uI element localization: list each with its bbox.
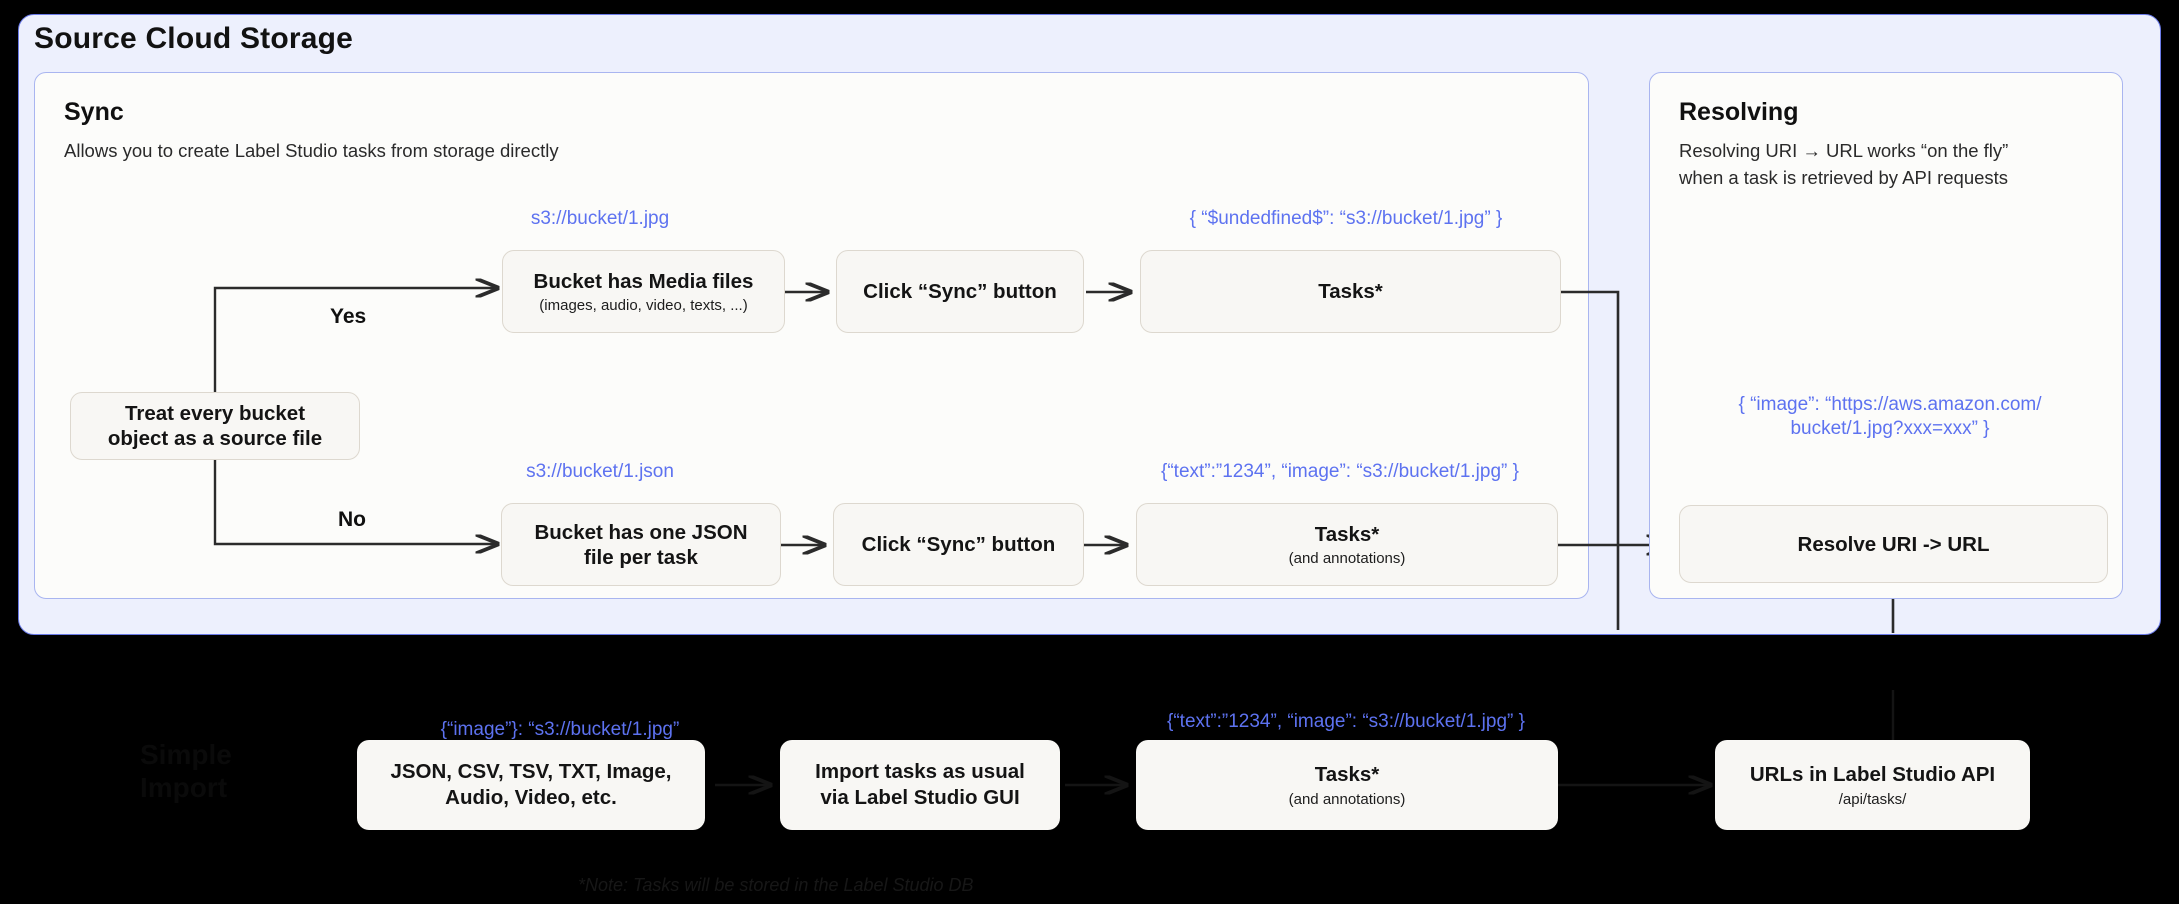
node-title: Import tasks as usual via Label Studio G… [815,760,1025,809]
footnote-tasks-storage: *Note: Tasks will be stored in the Label… [578,875,974,895]
caption-no-source-uri: s3://bucket/1.json [526,461,674,482]
node-title: JSON, CSV, TSV, TXT, Image, Audio, Video… [390,760,672,809]
node-title: Tasks* [1318,280,1383,303]
node-subtitle: (images, audio, video, texts, ...) [539,297,748,314]
caption-no-task-json: {“text”:”1234”, “image”: “s3://bucket/1.… [1161,461,1519,482]
caption-bottom-task-json: {“text”:”1234”, “image”: “s3://bucket/1.… [1167,711,1525,732]
simple-import-section-label: Simple Import [140,739,232,804]
node-urls-in-label-studio-api[interactable]: URLs in Label Studio API /api/tasks/ [1715,740,2030,830]
page-title: Source Cloud Storage [34,22,354,55]
node-title: Click “Sync” button [861,533,1056,556]
node-resolve-uri-to-url[interactable]: Resolve URI -> URL [1679,505,2108,583]
node-tasks-no[interactable]: Tasks* (and annotations) [1136,503,1558,586]
node-subtitle: (and annotations) [1288,790,1406,808]
resolving-subtitle: Resolving URI → URL works “on the fly” w… [1679,140,2009,188]
node-title: URLs in Label Studio API [1749,763,1996,787]
node-click-sync-button-yes[interactable]: Click “Sync” button [836,250,1084,333]
node-bucket-has-media-files[interactable]: Bucket has Media files (images, audio, v… [502,250,785,333]
sync-heading: Sync [64,98,124,126]
node-tasks-yes[interactable]: Tasks* [1140,250,1561,333]
node-label: Treat every bucket object as a source fi… [107,402,323,450]
caption-yes-source-uri: s3://bucket/1.jpg [530,208,670,229]
node-subtitle: /api/tasks/ [1838,790,1907,808]
node-supported-formats[interactable]: JSON, CSV, TSV, TXT, Image, Audio, Video… [357,740,705,830]
node-title: Tasks* [1314,523,1380,546]
edge-label-no: No [338,508,366,531]
node-tasks-bottom[interactable]: Tasks* (and annotations) [1136,740,1558,830]
node-title: Resolve URI -> URL [1797,532,1990,556]
node-title: Bucket has Media files [533,270,754,293]
node-title: Tasks* [1314,763,1380,787]
caption-yes-task-json: { “$undedfined$”: “s3://bucket/1.jpg” } [1189,208,1503,229]
node-treat-bucket-object[interactable]: Treat every bucket object as a source fi… [70,392,360,460]
node-bucket-has-one-json-file[interactable]: Bucket has one JSON file per task [501,503,781,586]
caption-import-formats-json: {“image”}: “s3://bucket/1.jpg” [440,719,680,740]
resolving-heading: Resolving [1679,98,1799,126]
edge-label-yes: Yes [330,305,367,328]
node-import-tasks-via-gui[interactable]: Import tasks as usual via Label Studio G… [780,740,1060,830]
sync-subtitle: Allows you to create Label Studio tasks … [64,140,559,161]
caption-resolved-url-json: { “image”: “https://aws.amazon.com/ buck… [1738,394,2042,440]
node-subtitle: (and annotations) [1288,550,1406,567]
node-title: Click “Sync” button [863,280,1057,303]
node-title: Bucket has one JSON file per task [534,520,748,569]
node-click-sync-button-no[interactable]: Click “Sync” button [833,503,1084,586]
